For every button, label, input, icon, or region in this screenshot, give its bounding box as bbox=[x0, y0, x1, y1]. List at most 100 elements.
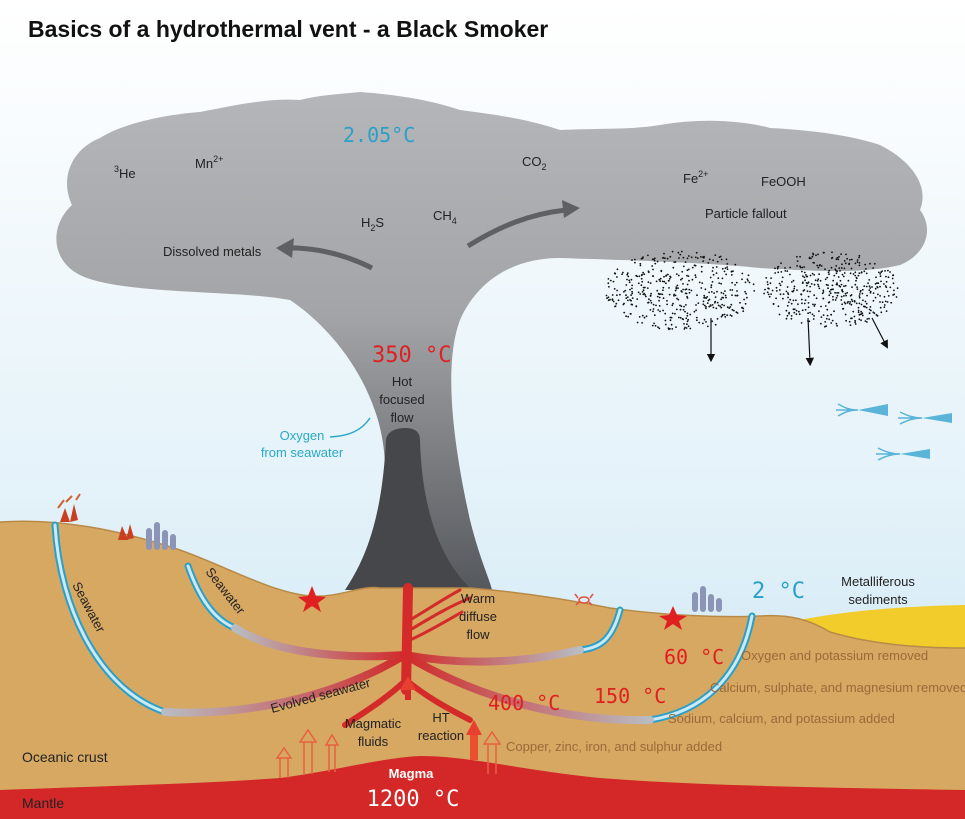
particle-dot bbox=[686, 269, 689, 272]
particle-dot bbox=[666, 300, 668, 302]
particle-dot bbox=[630, 313, 632, 315]
particle-dot bbox=[634, 261, 636, 264]
hot-flow-line3: flow bbox=[390, 410, 414, 425]
particle-dot bbox=[844, 302, 847, 305]
seawater-flow-paths bbox=[51, 521, 756, 724]
particle-dot bbox=[663, 280, 666, 283]
particle-dot bbox=[873, 262, 876, 265]
particle-dot bbox=[832, 295, 834, 298]
particle-dot bbox=[686, 320, 689, 323]
particle-dot bbox=[672, 302, 674, 305]
particle-dot bbox=[866, 318, 869, 320]
particle-dot bbox=[865, 272, 868, 275]
particle-dot bbox=[857, 274, 860, 277]
particle-dot bbox=[854, 262, 857, 265]
particle-dot bbox=[725, 296, 727, 299]
particle-dot bbox=[686, 295, 688, 298]
particle-dot bbox=[793, 311, 796, 314]
particle-dot bbox=[784, 267, 786, 269]
particle-dot bbox=[651, 258, 654, 261]
particle-dot bbox=[792, 279, 795, 282]
particle-dot bbox=[752, 283, 755, 286]
particle-dot bbox=[890, 301, 893, 304]
note-sodium-calcium: Sodium, calcium, and potassium added bbox=[668, 711, 895, 726]
particle-dot bbox=[810, 283, 813, 285]
particle-dot bbox=[814, 279, 817, 282]
particle-dot bbox=[855, 279, 857, 282]
particle-dot bbox=[822, 314, 825, 316]
particle-dot bbox=[856, 259, 859, 261]
particle-dot bbox=[843, 295, 845, 297]
particle-dot bbox=[747, 274, 750, 277]
particle-dot bbox=[741, 278, 743, 281]
particle-dot bbox=[863, 285, 866, 288]
particle-dot bbox=[700, 265, 703, 268]
h2s-label: H2S bbox=[361, 215, 384, 233]
ht-reaction-line1: HT bbox=[432, 710, 449, 725]
particle-dot bbox=[800, 293, 803, 296]
particle-dot bbox=[835, 269, 837, 272]
particle-dot bbox=[686, 283, 689, 286]
particle-dot bbox=[895, 296, 898, 298]
particle-dot bbox=[714, 296, 717, 298]
particle-dot bbox=[861, 292, 864, 295]
particle-dot bbox=[840, 253, 842, 256]
particle-dot bbox=[720, 298, 722, 301]
particle-dot bbox=[674, 294, 677, 297]
particle-dot bbox=[672, 266, 675, 269]
particle-dot bbox=[640, 277, 643, 280]
particle-dot bbox=[790, 315, 793, 317]
particle-dot bbox=[831, 256, 834, 259]
particle-dot bbox=[818, 287, 821, 290]
temp-60: 60 °C bbox=[664, 645, 724, 669]
particle-dot bbox=[884, 285, 887, 287]
particle-dot bbox=[622, 271, 624, 274]
particle-dot bbox=[883, 304, 886, 306]
particle-dot bbox=[841, 288, 844, 291]
particle-dot bbox=[846, 291, 849, 294]
particle-dot bbox=[679, 316, 682, 319]
particle-dot bbox=[785, 309, 788, 312]
particle-dot bbox=[896, 287, 899, 289]
particle-dot bbox=[869, 287, 872, 289]
particle-dot bbox=[842, 307, 845, 310]
particle-dot bbox=[840, 283, 843, 286]
particle-dot bbox=[813, 315, 815, 317]
hot-flow-line1: Hot bbox=[392, 374, 413, 389]
particle-dot bbox=[731, 289, 734, 291]
particle-dot bbox=[631, 284, 633, 287]
particle-dot bbox=[875, 282, 878, 284]
particle-dot bbox=[674, 289, 677, 292]
particle-dot bbox=[835, 258, 838, 261]
particle-dot bbox=[636, 321, 639, 324]
particle-dot bbox=[703, 296, 706, 299]
particle-dot bbox=[860, 313, 863, 315]
particle-dot bbox=[822, 291, 825, 293]
particle-dot bbox=[651, 265, 654, 267]
particle-dot bbox=[657, 309, 660, 311]
particle-dot bbox=[850, 298, 853, 301]
particle-dot bbox=[705, 321, 707, 323]
particle-dot bbox=[609, 279, 612, 282]
particle-dot bbox=[843, 285, 845, 288]
particle-dot bbox=[801, 266, 804, 269]
particle-dot bbox=[721, 277, 724, 280]
particle-dot bbox=[708, 258, 711, 261]
particle-dot bbox=[682, 265, 685, 268]
particle-dot bbox=[781, 276, 784, 279]
particle-dot bbox=[677, 316, 680, 319]
particle-dot bbox=[812, 252, 814, 255]
particle-dot bbox=[690, 289, 693, 292]
particle-dot bbox=[828, 318, 831, 321]
particle-dot bbox=[837, 276, 840, 278]
particle-dot bbox=[647, 270, 650, 273]
particle-dot bbox=[747, 280, 749, 282]
particle-dot bbox=[844, 262, 847, 265]
particle-dot bbox=[771, 289, 774, 292]
particle-dot bbox=[839, 270, 841, 272]
particle-dot bbox=[875, 276, 877, 279]
particle-dot bbox=[694, 256, 697, 259]
particle-dot bbox=[850, 258, 853, 261]
particle-dot bbox=[613, 288, 616, 290]
particle-dot bbox=[619, 293, 621, 296]
